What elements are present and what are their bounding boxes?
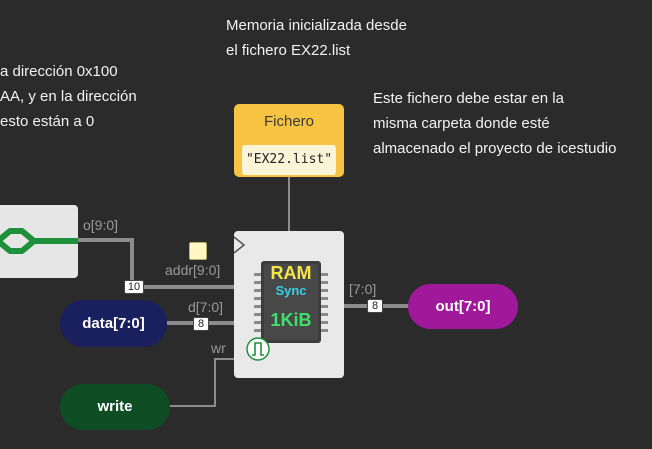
output-port-out-label: out[7:0] [435,298,491,315]
fichero-title: Fichero [263,113,315,130]
note-left-line: a dirección 0x100 [0,63,118,80]
constant-pin[interactable] [189,242,207,260]
bus-width-addr: 10 [124,280,144,294]
ram-data-label: d[7:0] [188,299,224,315]
fichero-value[interactable]: "EX22.list" [242,145,336,175]
note-right-line: misma carpeta donde esté [373,115,550,132]
input-port-write-label: write [97,398,133,415]
fichero-block[interactable]: Fichero "EX22.list" [234,104,344,177]
note-right-line: almacenado el proyecto de icestudio [373,140,617,157]
note-top-line: el fichero EX22.list [226,42,351,59]
input-port-data[interactable]: data[7:0] [60,300,167,347]
input-port-write[interactable]: write [60,384,170,430]
input-port-data-label: data[7:0] [82,315,145,332]
generator-output-label: o[9:0] [83,217,119,233]
bus-width-out: 8 [367,299,383,313]
generator-block[interactable] [0,205,78,278]
note-left-line: esto están a 0 [0,113,95,130]
ram-out-label: [7:0] [349,281,377,297]
wire-write-v [214,358,216,407]
waveform-icon [0,228,78,254]
wire-addr [130,285,234,289]
bus-width-data: 8 [193,317,209,331]
wire-gen-vertical [130,238,134,289]
wire-write-h2 [214,358,234,360]
note-top: Memoria inicializada desde el fichero EX… [226,13,407,63]
note-right: Este fichero debe estar en la misma carp… [373,86,617,161]
ram-block[interactable]: RAM Sync 1KiB [234,231,344,378]
ram-chip-icon [234,236,328,361]
wire-gen-out [78,238,132,242]
ram-size: 1KiB [270,310,312,330]
note-left: a dirección 0x100 AA, y en la dirección … [0,59,137,134]
note-left-line: AA, y en la dirección [0,88,137,105]
output-port-out[interactable]: out[7:0] [408,284,518,329]
ram-title: RAM [270,263,312,283]
wire-write-h [170,405,216,407]
wire-fichero-to-ram [288,177,290,231]
ram-wr-label: wr [211,340,226,356]
ram-addr-label: addr[9:0] [165,262,221,278]
note-right-line: Este fichero debe estar en la [373,90,564,107]
note-top-line: Memoria inicializada desde [226,17,407,34]
ram-sync: Sync [275,283,307,298]
